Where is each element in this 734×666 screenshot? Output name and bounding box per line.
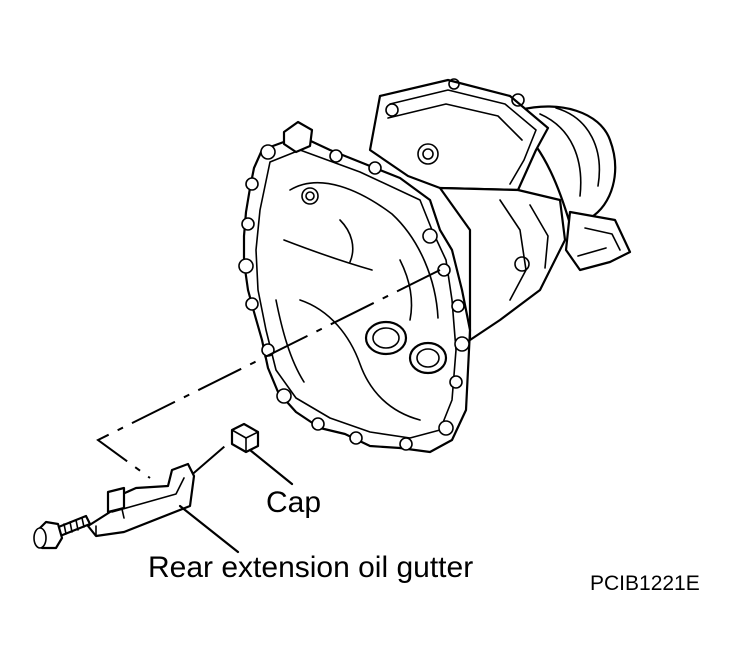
cap-part	[230, 422, 260, 454]
rear-extension-oil-gutter-label: Rear extension oil gutter	[148, 551, 473, 584]
shaft-bores	[301, 187, 448, 375]
cap-label: Cap	[266, 486, 321, 519]
figure-code: PCIB1221E	[590, 572, 700, 595]
phantom-lines	[96, 269, 441, 479]
leader-lines	[178, 448, 294, 554]
transaxle-case	[238, 78, 632, 454]
bolt-part	[33, 514, 92, 550]
oil-gutter-part	[86, 462, 196, 538]
